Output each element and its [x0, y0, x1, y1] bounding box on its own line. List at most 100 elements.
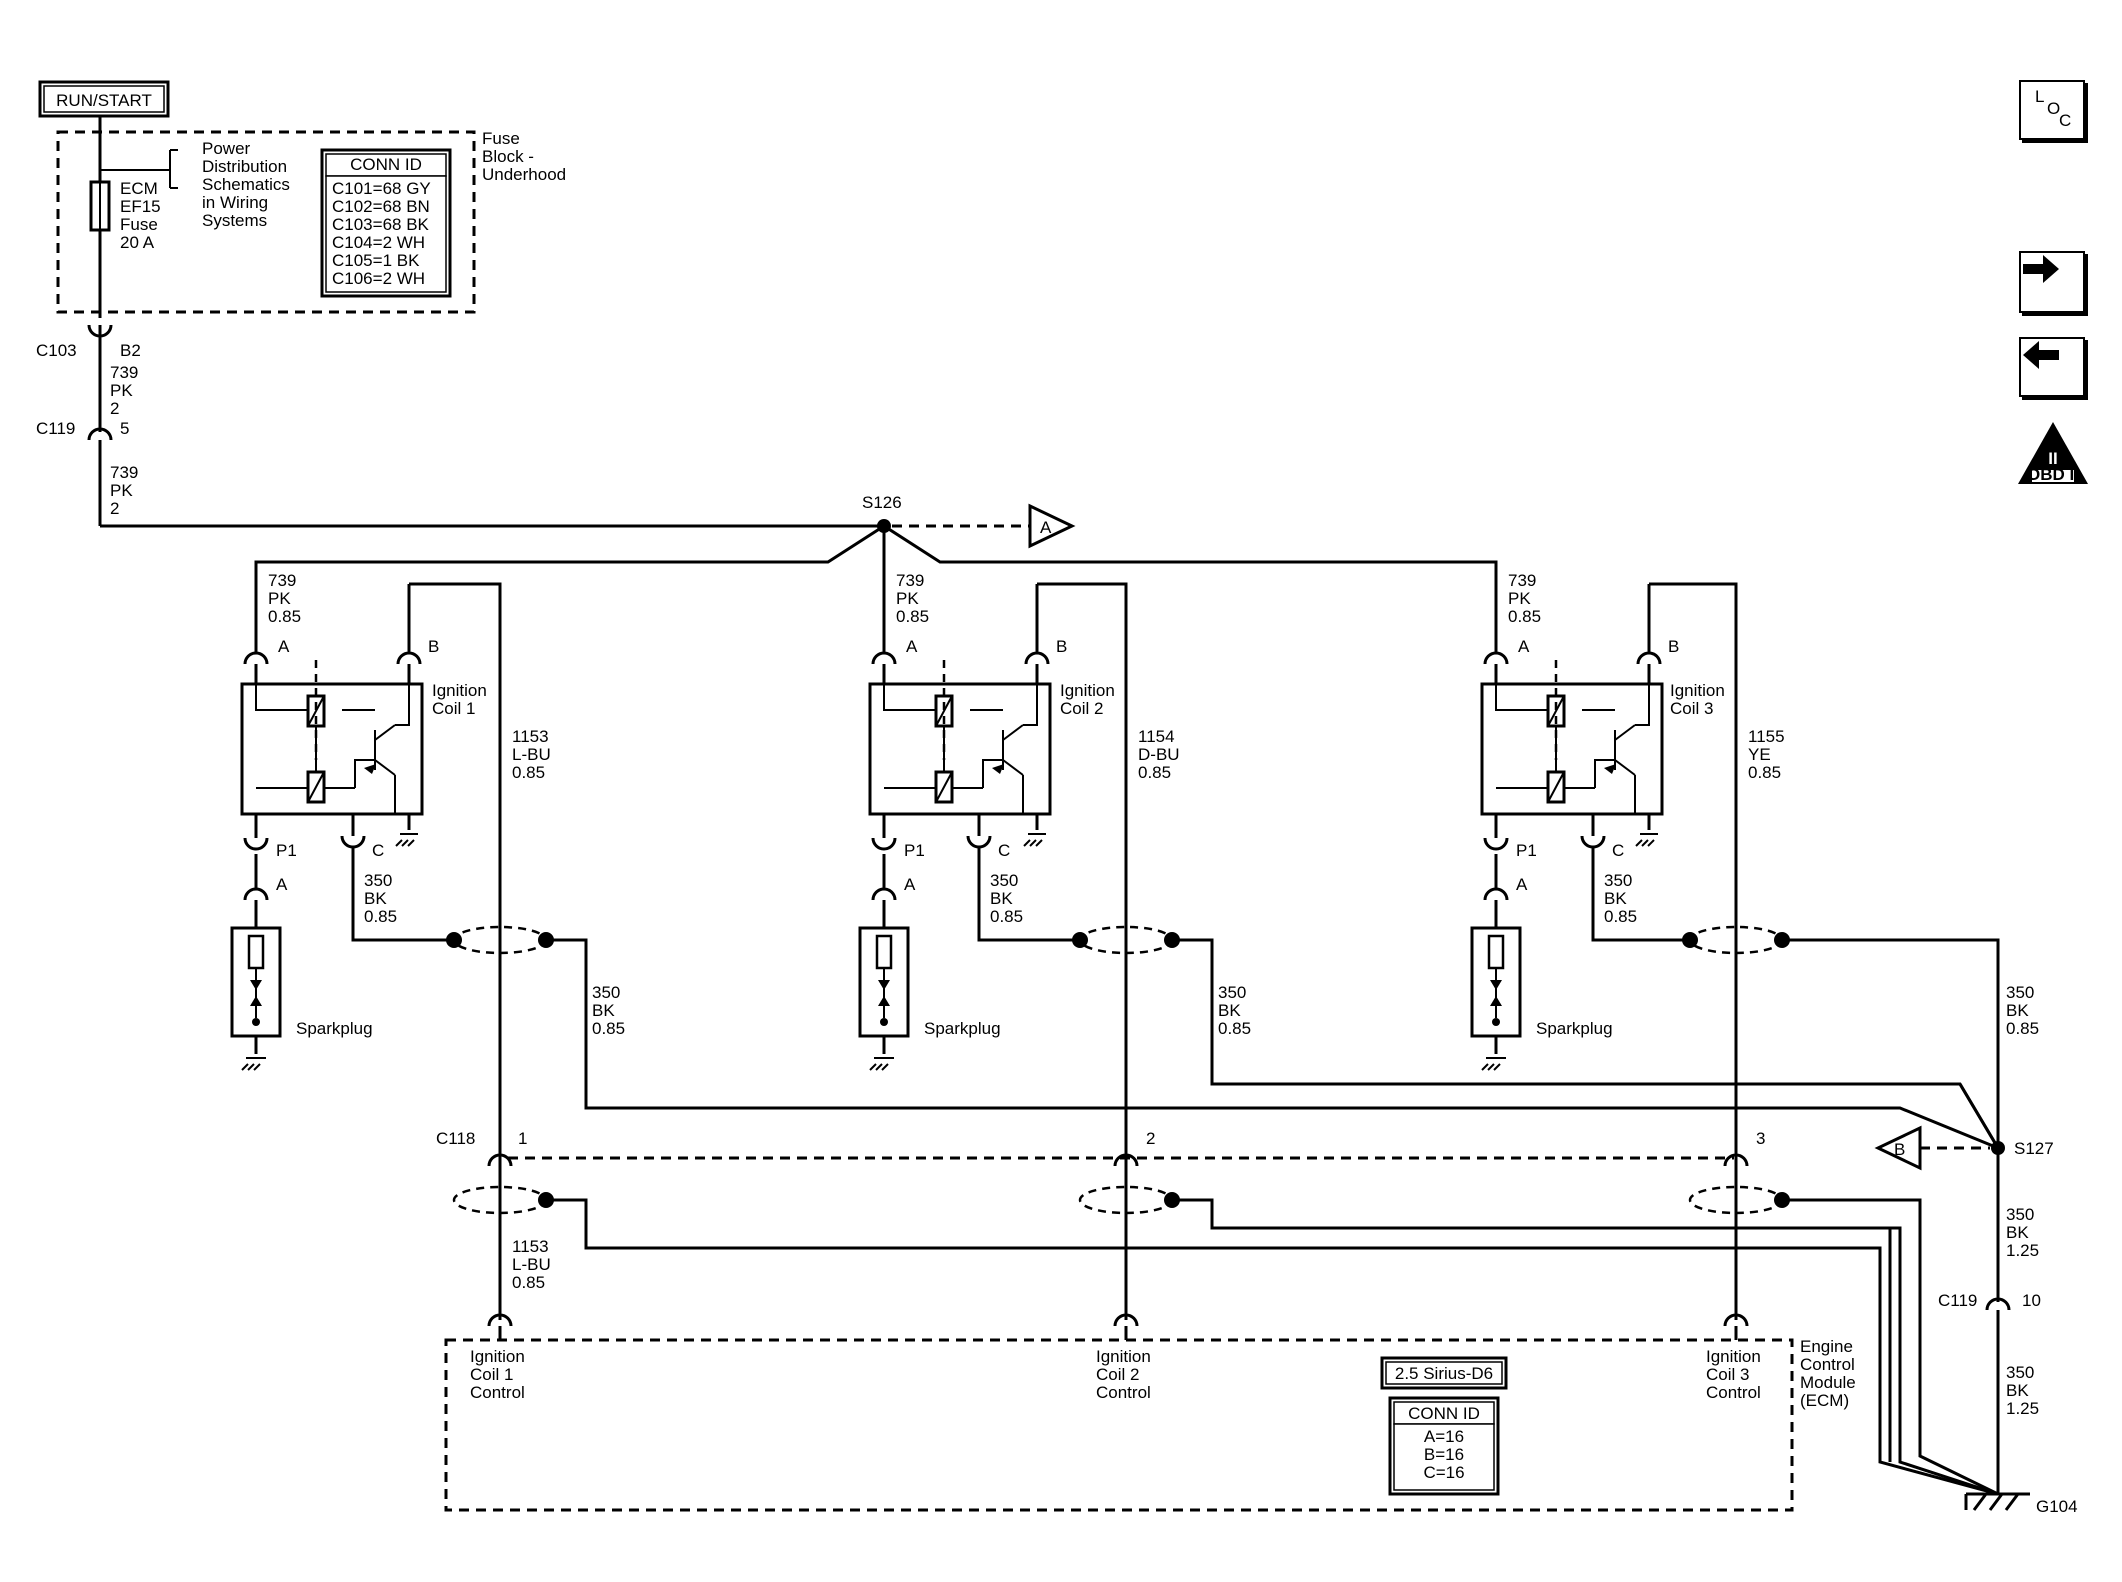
svg-text:Sparkplug: Sparkplug — [296, 1019, 373, 1038]
svg-text:Module: Module — [1800, 1373, 1856, 1392]
svg-text:739: 739 — [110, 463, 138, 482]
fuse-label: ECM EF15 Fuse 20 A — [120, 179, 161, 252]
svg-text:350: 350 — [1218, 983, 1246, 1002]
svg-text:0.85: 0.85 — [990, 907, 1023, 926]
svg-text:P1: P1 — [904, 841, 925, 860]
svg-text:B=16: B=16 — [1424, 1445, 1464, 1464]
svg-text:350: 350 — [2006, 983, 2034, 1002]
wire-739-pk-2-lower: 739 PK 2 — [110, 463, 138, 518]
svg-text:CONN ID: CONN ID — [350, 155, 422, 174]
svg-text:1: 1 — [518, 1129, 527, 1148]
obd-ii-button[interactable]: II OBD II — [2016, 418, 2090, 488]
svg-text:OBD II: OBD II — [2027, 465, 2079, 484]
svg-text:0.85: 0.85 — [1508, 607, 1541, 626]
svg-text:A: A — [1518, 637, 1530, 656]
svg-text:A: A — [278, 637, 290, 656]
run-start-box — [38, 80, 170, 118]
svg-text:C=16: C=16 — [1423, 1463, 1464, 1482]
fuse-block-underhood — [56, 130, 476, 314]
svg-text:Sparkplug: Sparkplug — [1536, 1019, 1613, 1038]
svg-text:0.85: 0.85 — [268, 607, 301, 626]
svg-text:350: 350 — [364, 871, 392, 890]
loc-glyph: L O C — [2035, 87, 2071, 130]
svg-text:350: 350 — [2006, 1205, 2034, 1224]
svg-text:Ignition: Ignition — [1670, 681, 1725, 700]
svg-text:PK: PK — [268, 589, 291, 608]
svg-text:739: 739 — [110, 363, 138, 382]
svg-text:Coil 3: Coil 3 — [1670, 699, 1713, 718]
svg-text:Systems: Systems — [202, 211, 267, 230]
run-start-label: RUN/START — [56, 91, 152, 110]
svg-text:Distribution: Distribution — [202, 157, 287, 176]
svg-text:350: 350 — [2006, 1363, 2034, 1382]
svg-text:PK: PK — [1508, 589, 1531, 608]
g104-label: G104 — [2036, 1497, 2078, 1516]
svg-text:C: C — [372, 841, 384, 860]
svg-text:Engine: Engine — [1800, 1337, 1853, 1356]
svg-text:A=16: A=16 — [1424, 1427, 1464, 1446]
ground-g104-icon — [1964, 1492, 2030, 1511]
svg-text:Control: Control — [1800, 1355, 1855, 1374]
svg-text:BK: BK — [592, 1001, 615, 1020]
engine-variant-box: 2.5 Sirius-D6 — [1380, 1356, 1508, 1390]
svg-text:0.85: 0.85 — [1604, 907, 1637, 926]
svg-text:3: 3 — [1756, 1129, 1765, 1148]
svg-text:L-BU: L-BU — [512, 1255, 551, 1274]
svg-text:Schematics: Schematics — [202, 175, 290, 194]
svg-text:739: 739 — [896, 571, 924, 590]
svg-text:1154: 1154 — [1138, 727, 1175, 746]
loc-icon[interactable]: L O C — [2019, 80, 2085, 140]
svg-text:PK: PK — [110, 381, 133, 400]
svg-text:0.85: 0.85 — [1748, 763, 1781, 782]
s127-label: S127 — [2014, 1139, 2054, 1158]
svg-text:2: 2 — [110, 499, 119, 518]
power-distribution-ref: Power Distribution Schematics in Wiring … — [202, 139, 290, 230]
svg-text:Ignition: Ignition — [1096, 1347, 1151, 1366]
b2-label: B2 — [120, 341, 141, 360]
svg-text:A: A — [904, 875, 916, 894]
next-page-button[interactable] — [2019, 251, 2085, 313]
svg-text:C: C — [1612, 841, 1624, 860]
svg-text:Ignition: Ignition — [1706, 1347, 1761, 1366]
c119-connector-bottom — [1985, 1297, 2011, 1494]
svg-text:1.25: 1.25 — [2006, 1241, 2039, 1260]
svg-text:CONN ID: CONN ID — [1408, 1404, 1480, 1423]
svg-text:1153: 1153 — [512, 727, 549, 746]
svg-text:B: B — [1668, 637, 1679, 656]
svg-text:0.85: 0.85 — [512, 763, 545, 782]
svg-text:Ignition: Ignition — [1060, 681, 1115, 700]
conn-id-table-ecm: CONN ID A=16 B=16 C=16 — [1388, 1396, 1500, 1496]
svg-text:C101=68 GY: C101=68 GY — [332, 179, 431, 198]
c103-connector — [87, 324, 113, 338]
svg-text:L-BU: L-BU — [512, 745, 551, 764]
arrow-left-icon — [2023, 341, 2059, 369]
svg-text:2: 2 — [110, 399, 119, 418]
svg-text:II: II — [2048, 449, 2057, 468]
s126-label: S126 — [862, 493, 902, 512]
svg-text:L: L — [2035, 87, 2044, 106]
svg-text:739: 739 — [268, 571, 296, 590]
svg-text:BK: BK — [2006, 1001, 2029, 1020]
svg-text:Block -: Block - — [482, 147, 534, 166]
svg-text:A: A — [1040, 518, 1052, 537]
svg-text:A: A — [906, 637, 918, 656]
svg-text:Coil 2: Coil 2 — [1096, 1365, 1139, 1384]
svg-text:Fuse: Fuse — [482, 129, 520, 148]
svg-text:2.5 Sirius-D6: 2.5 Sirius-D6 — [1395, 1364, 1493, 1383]
svg-text:Control: Control — [1706, 1383, 1761, 1402]
svg-text:P1: P1 — [1516, 841, 1537, 860]
svg-text:ECM: ECM — [120, 179, 158, 198]
previous-page-button[interactable] — [2019, 337, 2085, 397]
svg-text:B: B — [428, 637, 439, 656]
svg-text:A: A — [276, 875, 288, 894]
